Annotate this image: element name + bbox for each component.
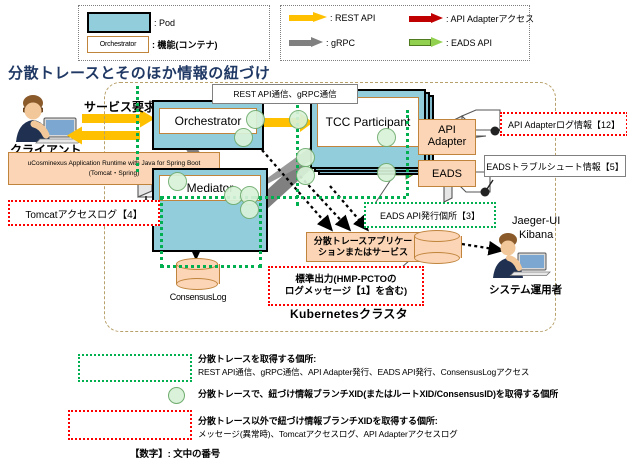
legend-function-row: Orchestrator : 機能(コンテナ) — [87, 36, 218, 53]
trace-point-orch-right — [246, 110, 265, 129]
legend-api-adapter-label: : API Adapterアクセス — [446, 14, 535, 24]
red-dotted-box-icon — [68, 410, 192, 440]
ucosminexus-line1: uCosminexus Application Runtime with Jav… — [27, 160, 201, 168]
eads-label: EADS — [432, 167, 462, 180]
trace-point-med-right3 — [240, 200, 259, 219]
trace-outline-tcc-right — [406, 110, 409, 196]
eads-api-issue-annotation: EADS API発行個所【3】 — [364, 202, 496, 228]
function-swatch-icon: Orchestrator — [87, 36, 149, 53]
legend-eads-api-row: : EADS API — [409, 37, 492, 48]
trace-point-tcc-left — [289, 110, 308, 129]
trace-point-tcc-grpc2 — [296, 166, 315, 185]
legend-entry-1-text: 分散トレースを取得する個所: REST API通信、gRPC通信、API Ada… — [198, 353, 529, 378]
legend-grpc-label: : gRPC — [326, 37, 356, 48]
client-person-icon — [16, 95, 83, 144]
consensuslog-label: ConsensusLog — [169, 292, 227, 302]
trace-outline-horizontal — [254, 196, 406, 199]
page-title: 分散トレースとそのほか情報の紐づけ — [8, 65, 271, 82]
trace-store-cylinder-icon — [414, 230, 462, 264]
operator-tool-line2: Kibana — [519, 228, 554, 241]
orange-block-arrow-icon — [289, 12, 327, 23]
pod-swatch-icon — [87, 12, 151, 33]
trace-outline-mediator — [160, 196, 262, 268]
api-adapter-log-annotation: API Adapterログ情報【12】 — [500, 112, 627, 136]
legend-footnote: 【数字】: 文中の番号 — [130, 449, 221, 460]
eads-box: EADS — [418, 160, 476, 187]
legend-entry-3-text: 分散トレース以外で紐づけ情報ブランチXIDを取得する個所: メッセージ(異常時)… — [198, 415, 458, 440]
green-circle-icon — [168, 387, 185, 404]
eads-trouble-annotation: EADSトラブルシュート情報【5】 — [484, 155, 626, 177]
legend-entry-3-line2: メッセージ(異常時)、Tomcatアクセスログ、API Adapterアクセスロ… — [198, 429, 458, 440]
legend-api-adapter-row: : API Adapterアクセス — [409, 12, 534, 25]
trace-point-orch-bottom — [234, 128, 253, 147]
api-adapter-label: API Adapter — [427, 124, 467, 148]
legend-rest-api-row: : REST API — [289, 12, 375, 23]
stdout-line1: 標準出力(HMP-PCTOの — [295, 273, 397, 285]
legend-function-label: : 機能(コンテナ) — [152, 40, 218, 50]
eads-api-issue-text: EADS API発行個所【3】 — [379, 210, 481, 221]
stdout-annotation: 標準出力(HMP-PCTOの ログメッセージ【1】を含む) — [268, 266, 424, 306]
trace-outline-left-vertical — [136, 86, 139, 172]
operator-label: システム運用者 — [489, 284, 563, 296]
tcc-participant-function-box: TCC Participant — [317, 97, 419, 147]
operator-tool-line1: Jaeger-UI — [512, 215, 561, 227]
legend-grpc-row: : gRPC — [289, 37, 355, 48]
service-request-label: サービス要求 — [84, 100, 157, 114]
legend-rest-api-label: : REST API — [330, 12, 376, 23]
legend-pod-row: : Pod — [87, 12, 175, 33]
legend-entry-1-line1: 分散トレースを取得する個所: — [198, 354, 317, 364]
trace-point-tcc-eads — [377, 163, 396, 182]
green-dotted-box-icon — [78, 354, 192, 382]
dt-app-line1: 分散トレースアプリケー — [313, 235, 413, 246]
legend-entry-2-line1: 分散トレースで、紐づけ情報ブランチXID(またはルートXID/Consensus… — [198, 389, 559, 399]
green-block-arrow-icon — [409, 37, 443, 48]
rest-grpc-callout: REST API通信、gRPC通信 — [212, 84, 358, 104]
tomcat-access-log-annotation: Tomcatアクセスログ【4】 — [8, 200, 160, 226]
legend-entry-1-line2: REST API通信、gRPC通信、API Adapter発行、EADS API… — [198, 367, 530, 378]
dt-app-line2: ションまたはサービス — [317, 247, 408, 257]
trace-outline-tcc-left — [296, 86, 299, 206]
legend-arrows-container: : REST API : API Adapterアクセス : gRPC : EA… — [280, 5, 534, 61]
legend-entry-3-line1: 分散トレース以外で紐づけ情報ブランチXIDを取得する個所: — [198, 416, 438, 426]
stdout-line2: ログメッセージ【1】を含む) — [284, 286, 408, 297]
trace-point-med-left — [168, 172, 187, 191]
trace-point-tcc-grpc1 — [296, 148, 315, 167]
ucosminexus-line2: (Tomcat・Spring) — [88, 169, 140, 177]
legend-eads-api-label: : EADS API — [446, 37, 493, 48]
gray-block-arrow-icon — [289, 37, 323, 48]
operator-tool-label: Jaeger-UI Kibana — [512, 215, 560, 243]
distributed-trace-app-box: 分散トレースアプリケー ションまたはサービス — [306, 232, 420, 262]
api-adapter-box: API Adapter — [418, 119, 476, 155]
legend-pod-label: : Pod — [154, 17, 176, 28]
kubernetes-cluster-label: Kubernetesクラスタ — [290, 307, 408, 321]
trace-point-tcc-apiadapter — [377, 128, 396, 147]
red-block-arrow-icon — [409, 13, 443, 24]
legend-pod-container: : Pod Orchestrator : 機能(コンテナ) — [78, 5, 270, 61]
bottom-legend: 分散トレースを取得する個所: REST API通信、gRPC通信、API Ada… — [0, 348, 627, 465]
